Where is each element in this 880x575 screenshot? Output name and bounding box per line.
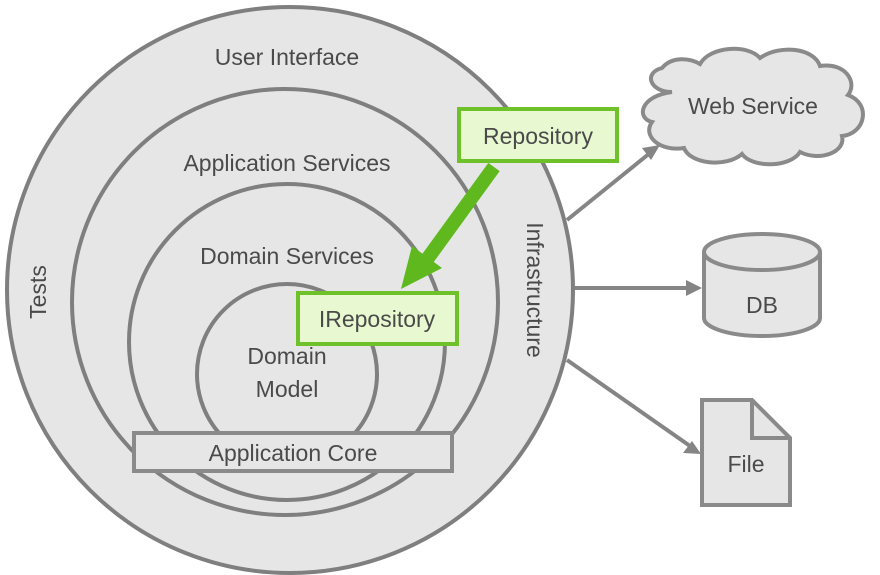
connector-to-db-arrowhead xyxy=(686,280,702,296)
web-service-label: Web Service xyxy=(688,93,818,119)
db-cylinder-rim xyxy=(702,251,822,272)
domain-model-label-line2: Model xyxy=(256,376,319,402)
repository-label: Repository xyxy=(483,123,593,149)
connector-to-web-service-arrowhead xyxy=(642,145,660,160)
connector-to-file xyxy=(565,358,692,448)
connector-to-web-service xyxy=(565,151,652,222)
application-core-label: Application Core xyxy=(209,440,378,466)
irepository-box xyxy=(296,291,459,346)
user-interface-label: User Interface xyxy=(215,44,359,70)
infrastructure-label: Infrastructure xyxy=(522,222,548,358)
file-icon xyxy=(700,398,792,507)
connector-to-file-arrowhead xyxy=(683,441,701,454)
application-services-label: Application Services xyxy=(183,150,390,176)
file-icon-fold xyxy=(750,400,790,440)
tests-label: Tests xyxy=(25,265,51,319)
domain-services-label: Domain Services xyxy=(200,243,374,269)
domain-model-label-line1: Domain xyxy=(247,343,326,369)
db-cylinder xyxy=(702,232,822,338)
application-core-box xyxy=(132,431,454,473)
dependency-arrowhead xyxy=(401,246,442,289)
db-label: DB xyxy=(746,292,778,318)
dependency-arrow-shaft xyxy=(422,162,500,263)
repository-box xyxy=(457,107,619,163)
irepository-label: IRepository xyxy=(319,306,436,332)
file-label: File xyxy=(727,451,764,477)
web-service-cloud xyxy=(640,46,865,167)
